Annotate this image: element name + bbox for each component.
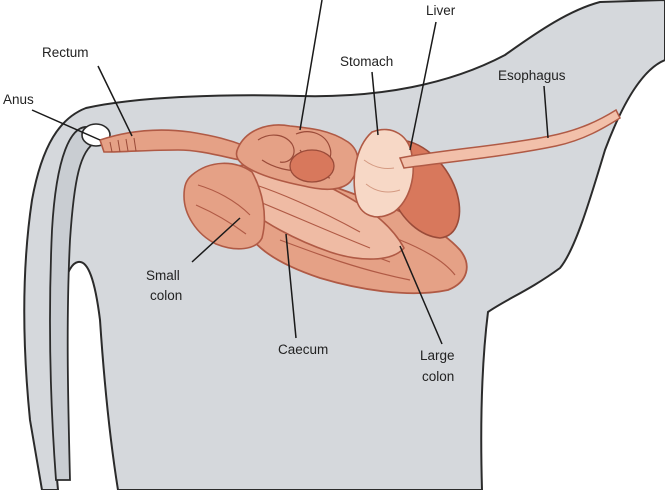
label-liver: Liver xyxy=(426,3,456,18)
duodenum-loop xyxy=(290,150,334,182)
label-anus: Anus xyxy=(3,92,34,107)
label-small-colon-line1: Small xyxy=(146,268,180,283)
label-caecum: Caecum xyxy=(278,342,328,357)
label-esophagus: Esophagus xyxy=(498,68,566,83)
label-small-colon-line2: colon xyxy=(150,288,182,303)
label-large-colon-line1: Large xyxy=(420,348,455,363)
label-large-colon-line2: colon xyxy=(422,369,454,384)
label-rectum: Rectum xyxy=(42,45,89,60)
label-stomach: Stomach xyxy=(340,54,393,69)
